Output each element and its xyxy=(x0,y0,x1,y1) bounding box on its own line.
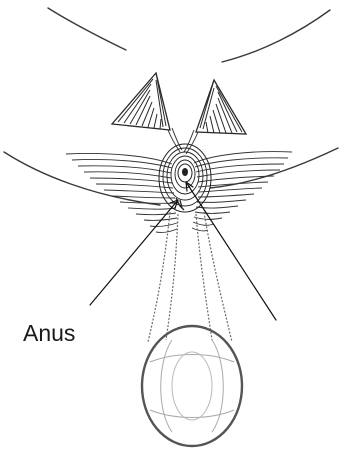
pelvic-outlet xyxy=(142,326,242,446)
right-muscle-fibers xyxy=(192,152,292,231)
anal-sphincter xyxy=(159,144,211,212)
pelvic-outlet-oval xyxy=(142,326,242,446)
right-triangular-muscle xyxy=(196,80,246,134)
right-upper-contour xyxy=(222,10,330,62)
inner-oval xyxy=(172,352,212,420)
callout-pointers xyxy=(90,182,276,320)
inner-curve-right xyxy=(212,340,223,432)
anus-label: Anus xyxy=(23,322,75,345)
left-upper-contour xyxy=(48,8,126,50)
lower-strands xyxy=(148,212,232,342)
inner-curve-top xyxy=(150,355,234,363)
left-triangular-muscle xyxy=(112,73,170,130)
inner-curve-left xyxy=(161,340,172,432)
anal-opening xyxy=(182,168,188,176)
